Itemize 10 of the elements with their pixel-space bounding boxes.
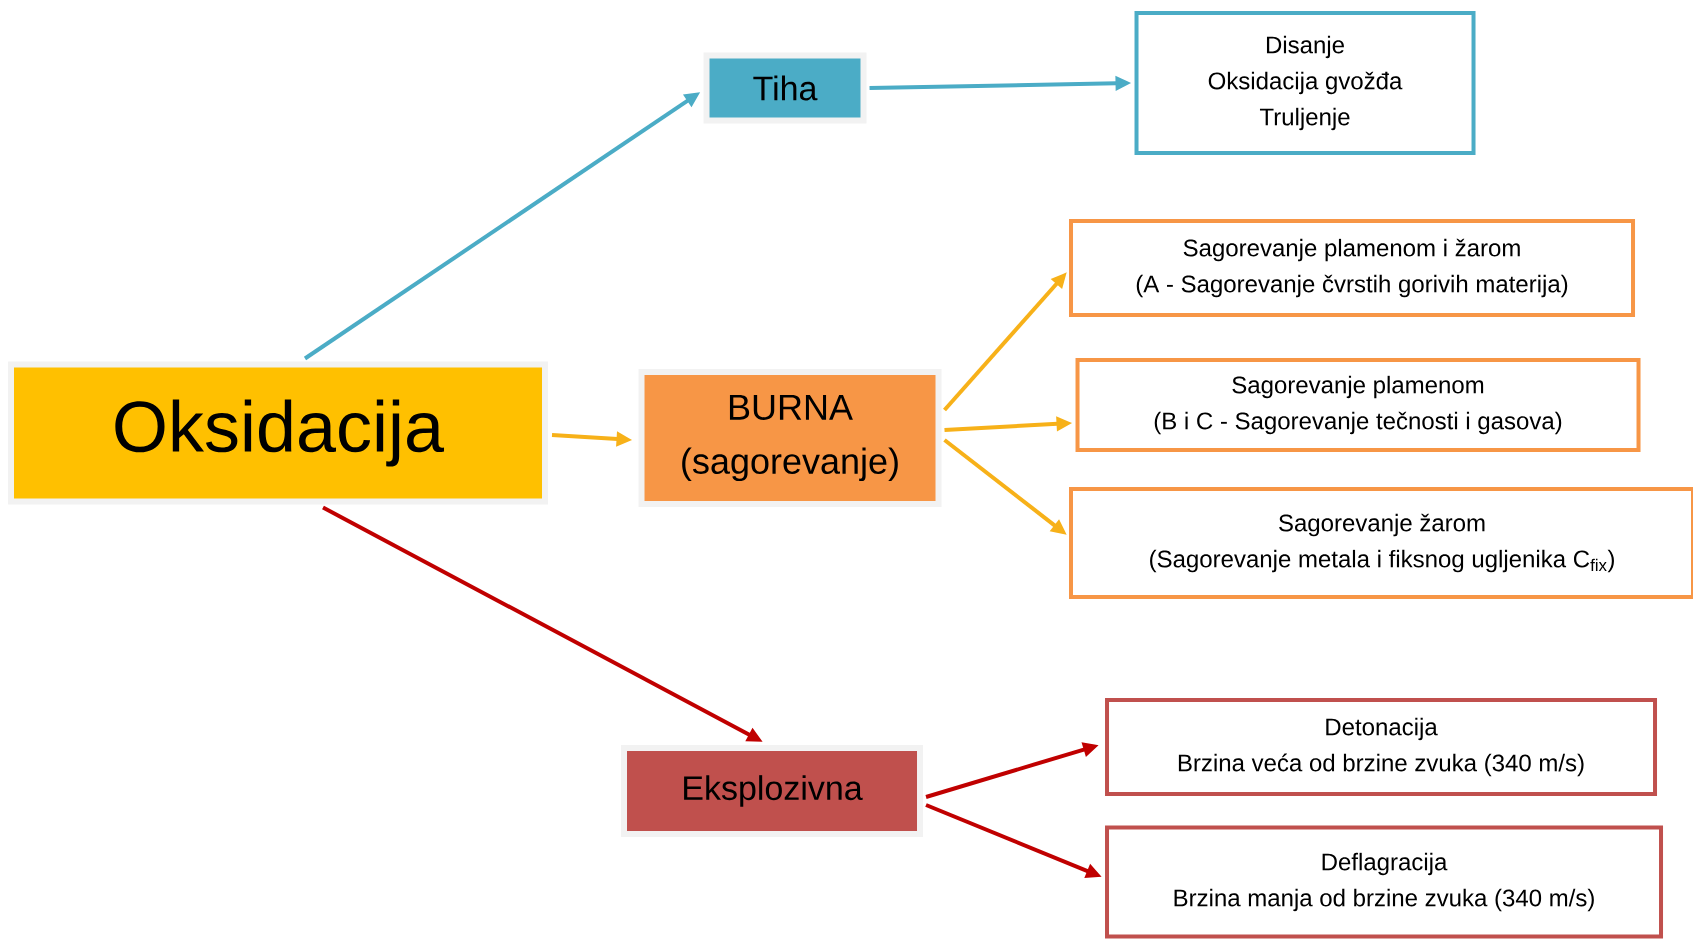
category-box: BURNA (sagorevanje) — [638, 369, 942, 507]
description-box: Deflagracija Brzina manja od brzine zvuka (340 m/s) — [1105, 825, 1663, 939]
category-box: Eksplozivna — [621, 745, 923, 837]
description-box: Sagorevanje plamenom (B i C - Sagorevanje tečnosti i gasova) — [1075, 358, 1641, 452]
description-box: Detonacija Brzina veća od brzine zvuka (340 m/s) — [1105, 698, 1657, 796]
description-box: Sagorevanje plamenom i žarom (A - Sagorevanje čvrstih gorivih materija) — [1069, 219, 1635, 317]
root-box: Oksidacija — [8, 361, 548, 505]
description-box: Sagorevanje žarom (Sagorevanje metala i fiksnog ugljenika C$_{fix}$) — [1069, 487, 1693, 599]
category-box: Tiha — [703, 52, 867, 124]
description-box: Disanje Oksidacija gvožđa Truljenje — [1134, 11, 1476, 155]
